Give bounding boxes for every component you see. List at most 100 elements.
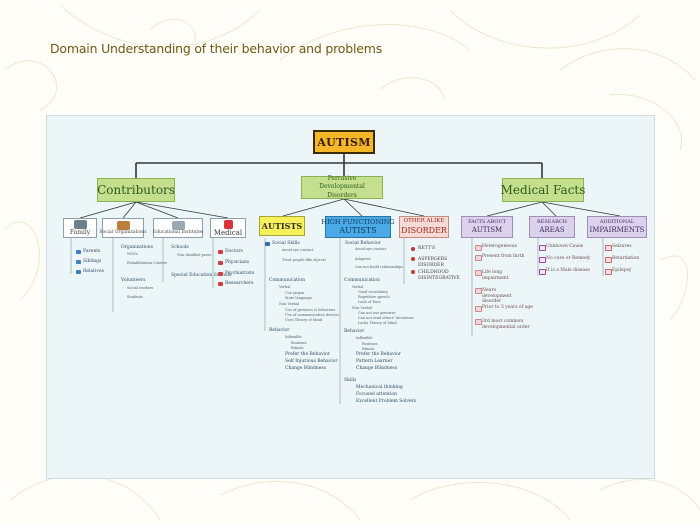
other-alike-disorder-node: OTHER ALIKE DISORDER xyxy=(399,216,449,238)
hf-item: Focused attention xyxy=(356,392,398,397)
high-functioning-label: AUTISTS xyxy=(339,226,377,236)
family-item: Siblings xyxy=(76,259,101,265)
research-label: AREAS xyxy=(539,225,565,234)
social-org-subitem: Social workers xyxy=(127,286,154,290)
autists-section-label: Behavior xyxy=(269,328,290,333)
hf-item: Excellent Problem Solvers xyxy=(356,399,417,404)
root-node-autism: AUTISM xyxy=(313,130,375,154)
school-icon xyxy=(171,220,185,230)
hf-section-label: Social Behavior xyxy=(345,241,381,246)
facts-item: Heterogeneous xyxy=(475,244,517,251)
social-organizations-box: Social Organizations xyxy=(99,218,147,238)
facts-item: Neuro development disorder xyxy=(475,288,526,305)
hf-section-label: Communication xyxy=(344,278,380,283)
facts-about-autism-node: FACTS ABOUT AUTISM xyxy=(461,216,513,238)
other-disorder-item: CHILDHOOD DISINTEGRATIVE xyxy=(411,270,464,281)
family-item: Parents xyxy=(76,249,100,255)
high-functioning-autists-node: HIGH FUNCTIONING AUTISTS xyxy=(321,216,395,238)
hf-item: Pattern Learner xyxy=(356,359,393,364)
autists-item: Prefer the Behavior xyxy=(285,352,330,357)
education-item: Special Education Schools xyxy=(171,273,232,278)
autists-item: Rituals xyxy=(291,346,304,350)
family-box: Family xyxy=(63,218,97,238)
pdd-node: Perrasive Developmental Disorders xyxy=(301,175,383,199)
autists-item: Use jargon xyxy=(285,291,305,295)
education-item: Schools xyxy=(171,245,189,250)
research-areas-node: RESEARCH AREAS xyxy=(529,216,575,238)
autists-item: Avoid eye contact xyxy=(282,248,314,252)
autists-item: Use of communication devices xyxy=(285,313,340,317)
other-alike-label: DISORDER xyxy=(401,226,447,236)
hf-item: Lacks Theory of Mind xyxy=(358,321,397,325)
impairment-item: Retardation xyxy=(605,256,639,263)
autists-item: Uses Theory of Mind xyxy=(285,318,322,322)
autists-item: Inflexible xyxy=(285,335,302,339)
education-subitem: Non disabled peers xyxy=(177,253,212,257)
educational-institutes-label: Educational Institutes xyxy=(152,229,204,235)
other-alike-label-top: OTHER ALIKE xyxy=(403,217,445,224)
hf-item: Routines xyxy=(362,342,378,346)
hf-item: Can not build relationships xyxy=(355,265,404,269)
hf-item: Rituals xyxy=(362,347,375,351)
hf-item: Inflexible xyxy=(356,336,373,340)
connector-lines xyxy=(70,154,621,404)
autists-node: AUTISTS xyxy=(259,216,305,236)
social-org-subitem: Students xyxy=(127,295,143,299)
organization-icon xyxy=(116,220,130,230)
hf-item: Change Blindness xyxy=(356,366,398,371)
hf-item: Prefer the Behavior xyxy=(356,352,401,357)
additional-impairments-node: ADDITIONAL IMPAIRMENTS xyxy=(587,216,647,238)
research-item: It is a Male disease xyxy=(539,268,590,275)
autists-section-label: Communication xyxy=(269,278,305,283)
educational-institutes-box: Educational Institutes xyxy=(153,218,203,238)
facts-item: Present from birth xyxy=(475,254,524,261)
medical-box: Medical xyxy=(210,218,246,238)
autists-item: Verbal xyxy=(279,285,291,289)
hf-section-label: Behavior xyxy=(344,329,365,334)
hf-item: Adaptive xyxy=(355,257,371,261)
social-org-subitem: NGOs xyxy=(127,252,138,256)
autists-item: Routines xyxy=(291,341,307,345)
hf-item: Can not use gestures xyxy=(358,311,396,315)
social-organizations-label: Social Organizations xyxy=(99,229,147,235)
additional-label: IMPAIRMENTS xyxy=(589,225,645,234)
autists-item: Mute language xyxy=(285,296,312,300)
hf-item: Good vocabulary xyxy=(358,290,388,294)
social-org-item: Volunteers xyxy=(121,278,146,283)
research-label-top: RESEARCH xyxy=(536,219,568,226)
other-disorder-item: RETT'S xyxy=(411,246,435,252)
facts-label: AUTISM xyxy=(471,225,503,234)
facts-item: 3rd most common developmental order xyxy=(475,319,530,330)
hf-item: Mechanical thinking xyxy=(356,385,403,390)
research-item: Unknown Cause xyxy=(539,244,583,251)
hf-item: Can not read others' Intentions xyxy=(358,316,414,320)
hf-item: Avoid eye contact xyxy=(355,247,387,251)
hf-section-label: Skills xyxy=(344,378,357,383)
autists-item: Self Injurious Behavior xyxy=(285,359,338,364)
contributors-node: Contributors xyxy=(97,178,175,202)
autism-concept-map: AUTISM Contributors Perrasive Developmen… xyxy=(46,115,655,479)
medical-item: Physicians xyxy=(218,260,249,266)
family-label: Family xyxy=(69,229,91,236)
hf-item: Verbal xyxy=(352,285,364,289)
slide-title: Domain Understanding of their behavior a… xyxy=(50,41,383,56)
family-icon xyxy=(73,220,87,229)
hf-item: Repetitive speech xyxy=(358,295,390,299)
autists-item: Use of gestures & behaviors xyxy=(285,308,336,312)
social-org-subitem: Rehabilitation Centers xyxy=(127,261,168,265)
high-functioning-label-top: HIGH FUNCTIONING xyxy=(321,217,395,226)
medical-cross-icon xyxy=(223,219,233,229)
facts-label-top: FACTS ABOUT xyxy=(468,219,506,226)
medical-item: Researchers xyxy=(218,281,253,287)
impairment-item: Epilepsy xyxy=(605,268,631,275)
autists-item: Non Verbal xyxy=(279,302,299,306)
hf-item: Non Verbal xyxy=(352,306,372,310)
family-item: Relatives xyxy=(76,269,104,275)
medical-item: Doctors xyxy=(218,249,243,255)
medical-label: Medical xyxy=(213,228,243,237)
facts-item: Prior to 3 years of age xyxy=(475,305,533,312)
autists-item: Change Blindness xyxy=(285,366,327,371)
medical-item: Psychiatrists xyxy=(218,271,254,277)
hf-item: Lack of Tone xyxy=(358,300,381,304)
